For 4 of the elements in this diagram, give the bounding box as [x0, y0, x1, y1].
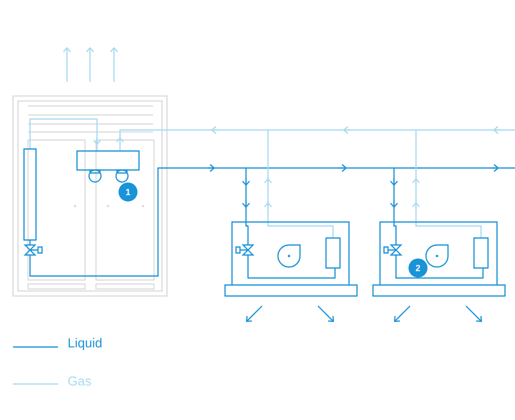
callout-number: 2 — [408, 258, 428, 278]
legend-label: Gas — [68, 376, 91, 386]
callout-number: 1 — [118, 182, 138, 202]
legend-label: Liquid — [68, 338, 102, 350]
